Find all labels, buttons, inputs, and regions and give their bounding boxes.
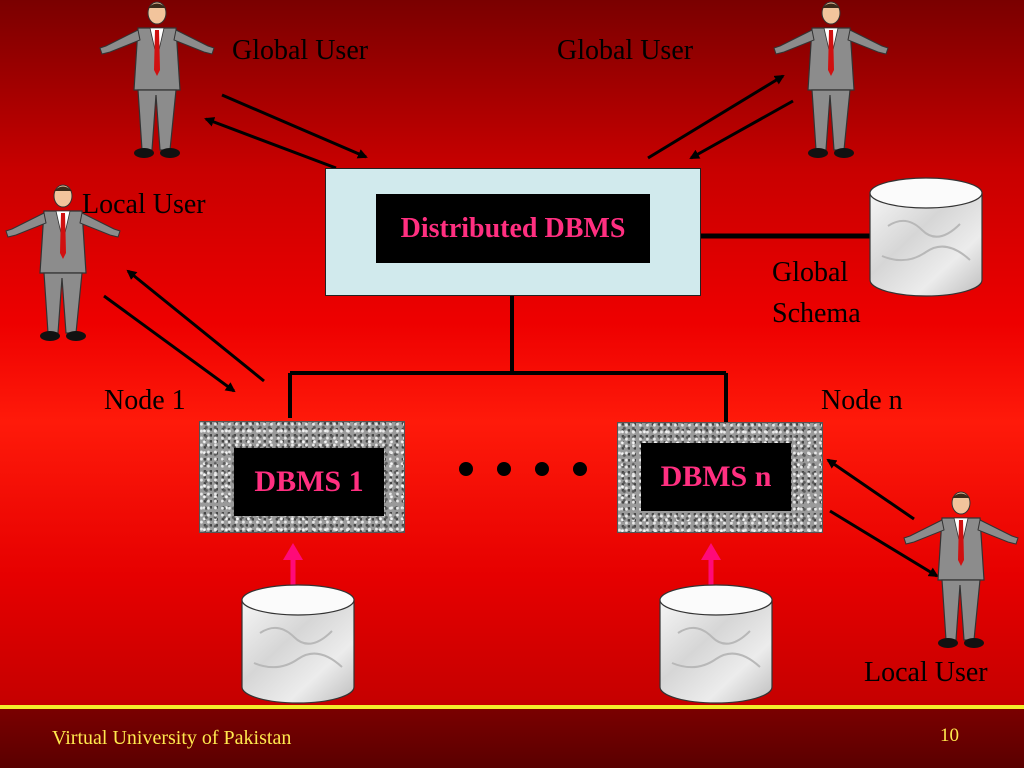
global-user-right-label: Global User	[557, 35, 694, 66]
local-user-right-label: Local User	[864, 657, 988, 688]
footer-band	[0, 709, 1024, 768]
global-schema-label-line2: Schema	[772, 298, 861, 329]
global-user-left-person-icon	[99, 1, 215, 158]
footer-organization: Virtual University of Pakistan	[52, 727, 292, 749]
local-user-left-person-icon	[5, 184, 121, 341]
global-user-right-person-icon	[773, 1, 889, 158]
dbms-n-label: DBMS n	[641, 443, 791, 511]
arrow-local-left-out	[126, 269, 265, 383]
local-user-right-person-icon	[903, 491, 1019, 648]
arrow-global-left-out	[221, 93, 368, 159]
global-user-left-label: Global User	[232, 35, 369, 66]
arrow-global-right-in	[689, 99, 794, 160]
ellipsis-dot-1	[459, 462, 473, 476]
local-database-n-icon	[659, 584, 773, 704]
pink-arrow-left-up	[283, 543, 303, 560]
arrow-local-right-out	[826, 458, 915, 521]
local-user-left-label: Local User	[82, 189, 206, 220]
local-database-1-icon	[241, 584, 355, 704]
arrow-global-right-out	[647, 74, 785, 160]
ellipsis-dot-4	[573, 462, 587, 476]
arrow-local-right-in	[829, 509, 939, 578]
node-1-label: Node 1	[104, 385, 186, 416]
footer-rule	[0, 705, 1024, 709]
pink-arrow-right-up	[701, 543, 721, 560]
ellipsis-dot-2	[497, 462, 511, 476]
global-schema-database-icon	[869, 177, 983, 297]
ellipsis-dot-3	[535, 462, 549, 476]
page-number: 10	[940, 725, 959, 746]
arrow-local-left-in	[103, 294, 236, 393]
dbms-1-label: DBMS 1	[234, 448, 384, 516]
global-schema-label-line1: Global	[772, 257, 849, 288]
node-n-label: Node n	[821, 385, 903, 416]
arrow-global-left-in	[204, 117, 337, 170]
distributed-dbms-title: Distributed DBMS	[376, 194, 650, 263]
